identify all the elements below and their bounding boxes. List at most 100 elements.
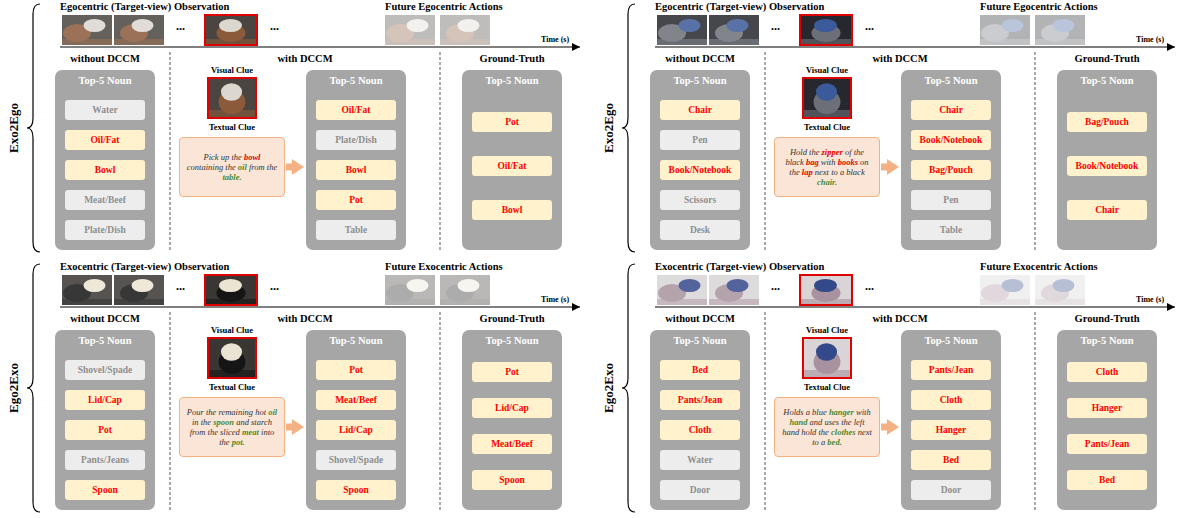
highlighted-noun: Cloth	[911, 390, 991, 410]
clue-word: sliced	[220, 427, 242, 437]
panel-title: Ground-Truth	[442, 313, 582, 325]
frame-highlight	[205, 275, 257, 305]
noun-label: Lid/Cap	[339, 425, 373, 435]
frame-object	[458, 19, 480, 32]
clue-word: lap	[802, 167, 815, 177]
highlighted-noun: Book/Notebook	[660, 160, 740, 180]
frame-object	[219, 19, 242, 32]
clue-label: Visual Clue	[162, 326, 302, 336]
view-label: Ego2Exo	[601, 343, 617, 433]
highlighted-noun: Pants/Jean	[660, 390, 740, 410]
highlighted-noun: Bowl	[316, 160, 396, 180]
clue-word: with	[856, 407, 871, 417]
panel-title: Ground-Truth	[1037, 53, 1177, 65]
highlighted-noun: Hanger	[911, 420, 991, 440]
frame-ground	[657, 275, 707, 305]
row-illustration	[622, 4, 1175, 252]
panel-title: Ground-Truth	[442, 53, 582, 65]
noun-label: Pants/Jean	[929, 365, 973, 375]
box-heading: Top-5 Noun	[901, 335, 1001, 346]
frame-ground	[385, 15, 435, 45]
highlighted-noun: Lid/Cap	[316, 420, 396, 440]
highlighted-noun: Chair	[660, 100, 740, 120]
highlighted-noun: Book/Notebook	[911, 130, 991, 150]
ground-truth-box: Top-5 NounPotOil/FatBowl	[462, 70, 562, 250]
clue-text: Pick up the bowl containing the oil from…	[185, 152, 279, 183]
clue-word: hanger	[829, 407, 856, 417]
frame-object	[816, 343, 837, 361]
panel-title: without DCCM	[630, 53, 770, 65]
highlighted-noun: Spoon	[65, 480, 145, 500]
ellipsis: ...	[176, 280, 185, 294]
noun-label: Plate/Dish	[335, 135, 377, 145]
axis-label: Time (s)	[1136, 35, 1164, 44]
clue-word: oil	[268, 407, 277, 417]
clue-word: to	[812, 437, 821, 447]
noun-label: Hanger	[936, 425, 967, 435]
box-heading: Top-5 Noun	[1057, 335, 1157, 346]
frame-floor	[980, 39, 1030, 45]
clue-arrow	[881, 424, 887, 431]
noun-item: Door	[911, 480, 991, 500]
video-frame	[709, 275, 759, 305]
noun-item: Water	[660, 450, 740, 470]
video-frame	[440, 15, 490, 45]
frame-floor	[114, 299, 164, 305]
frame-highlight	[803, 338, 851, 378]
video-frame	[205, 15, 257, 45]
clue-word: clothes	[831, 427, 858, 437]
frame-floor	[62, 299, 112, 305]
textual-clue-box: Holds a blue hanger with hand and uses t…	[774, 397, 880, 457]
curly-brace	[622, 264, 635, 512]
frame-floor	[385, 299, 435, 305]
clue-word: black	[846, 167, 864, 177]
video-frame	[205, 275, 257, 305]
textual-clue-box: Hold the zipper of the black bag with bo…	[774, 137, 880, 197]
noun-label: Pot	[349, 195, 363, 205]
clue-word: up	[221, 152, 232, 162]
ellipsis: ...	[771, 280, 780, 294]
clue-word: hold	[801, 427, 818, 437]
time-axis	[655, 47, 1175, 48]
noun-label: Bag/Pouch	[929, 165, 973, 175]
clue-word: Pour	[187, 407, 206, 417]
clue-word: Pick	[204, 152, 221, 162]
noun-label: Pen	[943, 195, 958, 205]
frame-ground	[980, 15, 1030, 45]
box-heading: Top-5 Noun	[462, 75, 562, 86]
clue-arrow	[286, 424, 292, 431]
frame-ground	[709, 275, 759, 305]
frame-object	[727, 279, 749, 292]
clue-word: oil	[238, 162, 249, 172]
noun-label: Water	[92, 105, 117, 115]
noun-label: Water	[687, 455, 712, 465]
clue-word: chair.	[817, 177, 837, 187]
highlighted-noun: Bag/Pouch	[911, 160, 991, 180]
clue-word: blue	[812, 407, 829, 417]
noun-item: Desk	[660, 220, 740, 240]
frame-floor	[1035, 299, 1085, 305]
frame-floor	[709, 39, 759, 45]
clue-word: from	[249, 162, 267, 172]
frame-ground	[208, 78, 256, 118]
frame-ground	[800, 15, 852, 45]
highlighted-noun: Meat/Beef	[316, 390, 396, 410]
view-header: Egocentric (Target-view) Observation	[60, 1, 229, 13]
clue-word: and	[810, 417, 825, 427]
curly-brace	[27, 264, 40, 512]
highlighted-noun: Bed	[660, 360, 740, 380]
ellipsis: ...	[771, 20, 780, 34]
noun-item: Scissors	[660, 190, 740, 210]
noun-label: Chair	[939, 105, 963, 115]
clue-word: books	[838, 157, 860, 167]
panel-divider	[765, 52, 766, 252]
frame-object	[1002, 19, 1024, 32]
frame-floor	[1035, 39, 1085, 45]
frame-ground	[980, 275, 1030, 305]
noun-item: Table	[911, 220, 991, 240]
clue-word: the	[809, 147, 822, 157]
frame-highlight	[800, 15, 852, 45]
noun-label: Plate/Dish	[84, 225, 126, 235]
